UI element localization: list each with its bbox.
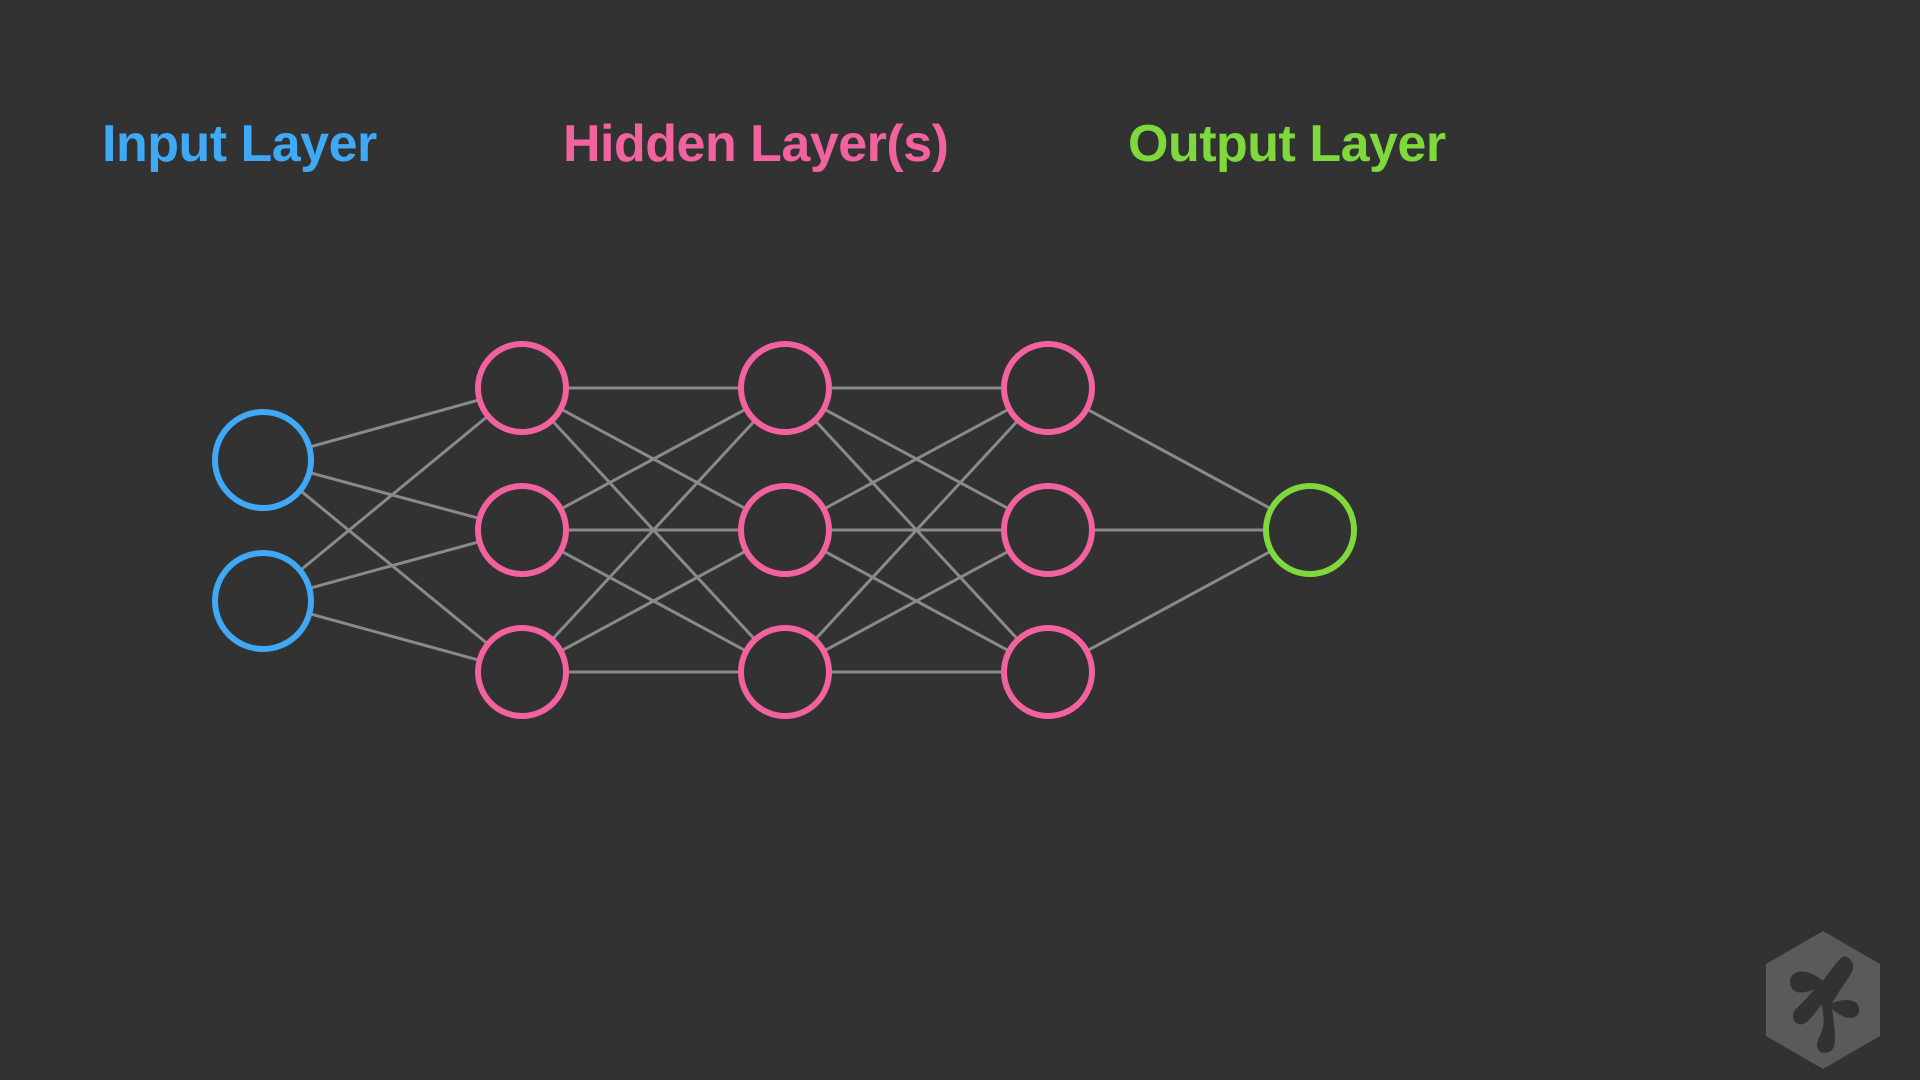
connection-edge xyxy=(824,550,1009,652)
connection-edge xyxy=(300,416,488,571)
connection-edge xyxy=(310,612,479,662)
connection-edge xyxy=(310,471,479,520)
hidden-node xyxy=(475,625,569,719)
connection-edge xyxy=(552,420,755,640)
connection-edge xyxy=(1087,408,1271,510)
hidden-node xyxy=(738,625,832,719)
input-layer-label: Input Layer xyxy=(102,115,377,173)
hidden-node xyxy=(1001,341,1095,435)
edges-group xyxy=(300,386,1271,674)
neuron-splat-shape xyxy=(1790,956,1860,1053)
connection-edge xyxy=(561,550,746,652)
connection-edge xyxy=(824,408,1009,510)
connection-edge xyxy=(300,490,488,644)
hidden-node xyxy=(1001,483,1095,577)
connection-edge xyxy=(310,399,479,448)
output-node xyxy=(1263,483,1357,577)
hidden-node xyxy=(475,483,569,577)
nodes-group xyxy=(212,341,1357,719)
connection-edge xyxy=(1087,550,1271,652)
input-node xyxy=(212,550,314,652)
hidden-node xyxy=(738,341,832,435)
output-layer-label: Output Layer xyxy=(1128,115,1446,173)
connection-edge xyxy=(815,420,1018,640)
hidden-layer-label: Hidden Layer(s) xyxy=(563,115,949,173)
hidden-node xyxy=(738,483,832,577)
hidden-node xyxy=(1001,625,1095,719)
input-node xyxy=(212,409,314,511)
connection-edge xyxy=(310,540,479,590)
hexagon-neuron-logo-icon xyxy=(1766,931,1880,1069)
hidden-node xyxy=(475,341,569,435)
connection-edge xyxy=(561,408,746,510)
